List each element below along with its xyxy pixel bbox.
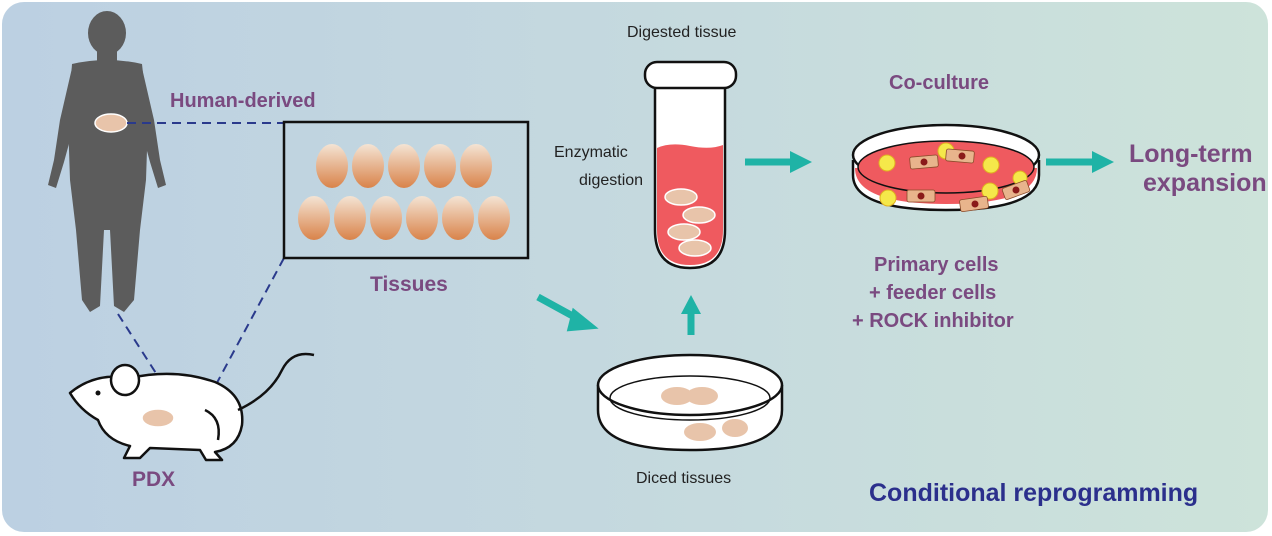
mouse-icon bbox=[68, 352, 315, 462]
co-culture-label: Co-culture bbox=[889, 72, 989, 94]
digested-tissue-label: Digested tissue bbox=[627, 24, 737, 41]
digestion-label: digestion bbox=[579, 172, 644, 189]
long-term-label: Long-term bbox=[1129, 140, 1253, 168]
human-figure-icon bbox=[48, 11, 166, 312]
co-culture-dish-icon bbox=[851, 123, 1041, 213]
human-derived-label: Human-derived bbox=[170, 90, 316, 112]
human-tissue-sample bbox=[94, 113, 128, 133]
tissue-eggs bbox=[298, 144, 510, 240]
enzymatic-label: Enzymatic bbox=[554, 144, 628, 161]
process-arrows bbox=[536, 151, 1114, 335]
test-tube-icon bbox=[643, 60, 738, 270]
conditional-reprogramming-title: Conditional reprogramming bbox=[869, 479, 1199, 507]
diced-tissues-dish-icon bbox=[596, 353, 784, 452]
mouse-eye bbox=[95, 390, 101, 396]
rock-inhibitor-label: + ROCK inhibitor bbox=[852, 310, 1014, 332]
primary-cells-label: Primary cells bbox=[874, 254, 999, 276]
mouse-tissue-sample bbox=[141, 408, 175, 428]
diced-tissues-label: Diced tissues bbox=[636, 470, 732, 487]
expansion-label: expansion bbox=[1143, 169, 1267, 197]
tissues-label: Tissues bbox=[370, 273, 448, 296]
tissues-box bbox=[282, 120, 530, 260]
feeder-cells-label: + feeder cells bbox=[869, 282, 997, 304]
pdx-label: PDX bbox=[132, 468, 176, 491]
